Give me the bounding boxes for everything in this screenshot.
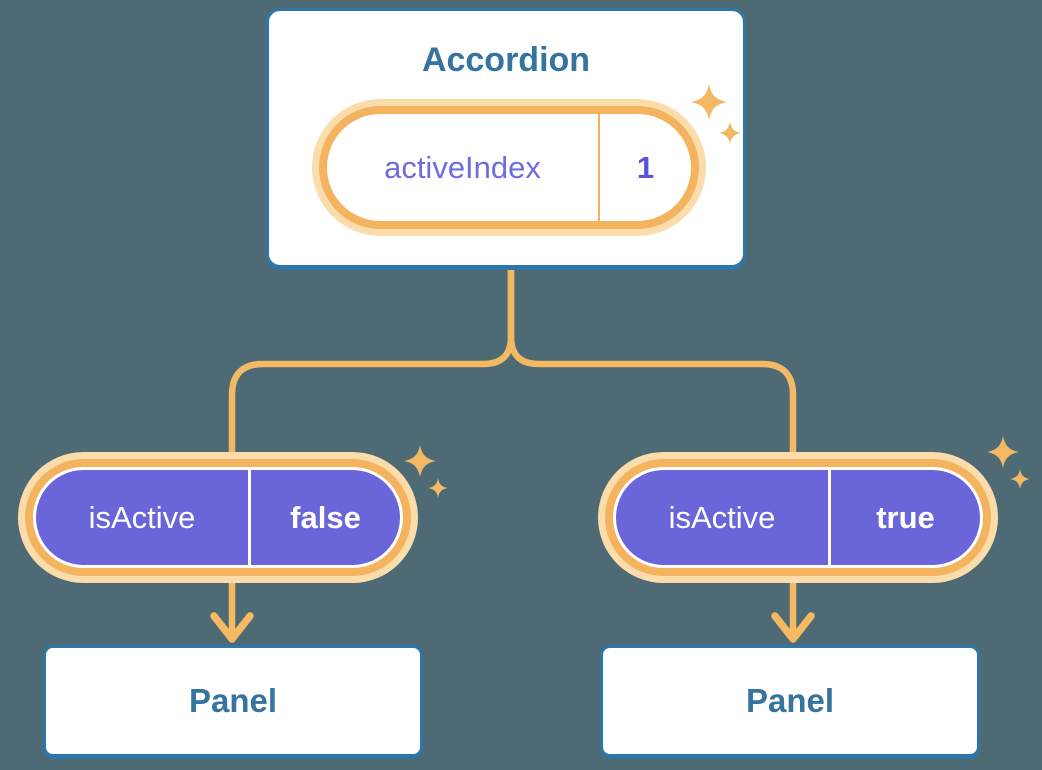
sparkle-icon (1010, 469, 1030, 489)
sparkle-icon (403, 444, 437, 478)
sparkle-icon (986, 435, 1020, 469)
prop-pill-isactive-right: isActive true (598, 452, 998, 583)
prop-pill-body: isActive true (613, 467, 983, 568)
prop-pill-isactive-left: isActive false (18, 452, 418, 583)
state-name: activeIndex (384, 149, 541, 185)
pill-divider (828, 470, 831, 565)
panel-node-left: Panel (43, 645, 423, 757)
arrowhead-right-icon (771, 612, 815, 643)
prop-name: isActive (668, 499, 776, 535)
sparkle-icon (428, 478, 448, 498)
state-value: 1 (636, 149, 655, 185)
prop-pill-ring: isActive true (605, 459, 991, 576)
pill-divider (598, 114, 600, 221)
state-pill-activeindex: activeIndex 1 (312, 99, 706, 236)
panel-node-right: Panel (600, 645, 980, 757)
panel-title: Panel (188, 682, 278, 719)
prop-value: false (290, 499, 361, 535)
arrowhead-left-icon (210, 612, 254, 643)
prop-name: isActive (88, 499, 196, 535)
prop-pill-body: isActive false (33, 467, 403, 568)
prop-pill-ring: isActive false (25, 459, 411, 576)
prop-value: true (876, 499, 935, 535)
state-pill-ring: activeIndex 1 (319, 106, 699, 229)
panel-title: Panel (745, 682, 835, 719)
accordion-title: Accordion (421, 41, 591, 79)
state-pill-body: activeIndex 1 (327, 114, 691, 221)
